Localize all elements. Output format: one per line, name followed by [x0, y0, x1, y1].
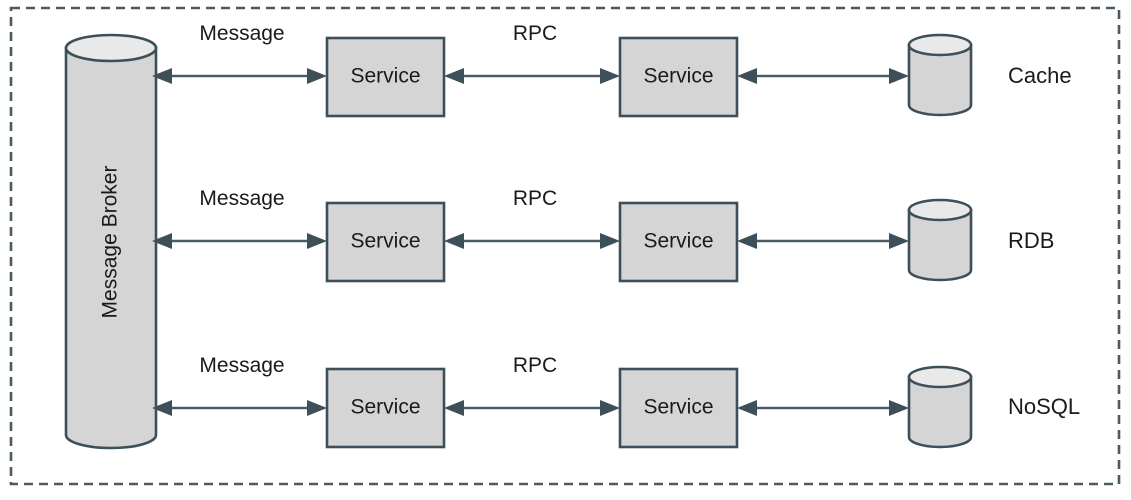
- row-nosql: Message Service RPC Service: [152, 354, 1080, 449]
- row-cache: Message Service RPC Service: [152, 22, 1072, 118]
- service-right-row-cache[interactable]: Service: [618, 36, 739, 118]
- arrow-head-right: [889, 400, 909, 416]
- arrow-head-right: [307, 233, 327, 249]
- arrow-head-right: [600, 400, 620, 416]
- datastore-cache[interactable]: [907, 33, 973, 117]
- edge-store-row-nosql[interactable]: [737, 400, 909, 416]
- datastore-label-cache: Cache: [1008, 63, 1072, 88]
- service-box: [618, 201, 739, 283]
- arrow-head-left: [152, 400, 172, 416]
- arrow-head-left: [152, 68, 172, 84]
- system-boundary: [9, 6, 1121, 486]
- arrow-head-left: [152, 233, 172, 249]
- edge-rpc-row-cache[interactable]: RPC: [444, 22, 620, 84]
- edge-label-rpc: RPC: [513, 187, 557, 210]
- datastore-nosql[interactable]: [907, 365, 973, 449]
- edge-store-row-rdb[interactable]: [737, 233, 909, 249]
- service-label: Service: [350, 396, 420, 419]
- arrow-head-left: [737, 68, 757, 84]
- broker-cylinder-body: [64, 46, 158, 450]
- arrow-head-right: [600, 68, 620, 84]
- edge-rpc-row-nosql[interactable]: RPC: [444, 354, 620, 416]
- broker-cylinder-top: [64, 33, 158, 63]
- service-label: Service: [643, 65, 713, 88]
- service-left-row-rdb[interactable]: Service: [325, 201, 446, 283]
- broker-label: Message Broker: [99, 166, 122, 319]
- datastore-cylinder-body: [907, 208, 973, 282]
- edge-message-row-rdb[interactable]: Message: [152, 187, 327, 249]
- service-box: [618, 36, 739, 118]
- datastore-label-nosql: NoSQL: [1008, 394, 1080, 419]
- datastore-cylinder-body: [907, 43, 973, 117]
- datastore-label-rdb: RDB: [1008, 228, 1054, 253]
- service-box: [325, 36, 446, 118]
- service-right-row-rdb[interactable]: Service: [618, 201, 739, 283]
- service-label: Service: [643, 396, 713, 419]
- datastore-cylinder-top: [907, 33, 973, 57]
- arrow-head-right: [889, 233, 909, 249]
- service-label: Service: [350, 230, 420, 253]
- row-rdb: Message Service RPC Service: [152, 187, 1054, 283]
- arrow-head-left: [444, 400, 464, 416]
- service-label: Service: [350, 65, 420, 88]
- edge-message-row-nosql[interactable]: Message: [152, 354, 327, 416]
- arrow-head-left: [444, 68, 464, 84]
- edge-message-row-cache[interactable]: Message: [152, 22, 327, 84]
- datastore-cylinder-body: [907, 375, 973, 449]
- service-box: [325, 201, 446, 283]
- datastore-cylinder-top: [907, 365, 973, 389]
- service-box: [325, 367, 446, 449]
- arrow-head-left: [737, 400, 757, 416]
- message-broker-node[interactable]: Message Broker: [64, 33, 158, 450]
- edge-label-message: Message: [199, 354, 284, 377]
- arrow-head-right: [307, 400, 327, 416]
- service-right-row-nosql[interactable]: Service: [618, 367, 739, 449]
- service-label: Service: [643, 230, 713, 253]
- arrow-head-left: [737, 233, 757, 249]
- edge-label-message: Message: [199, 187, 284, 210]
- arrow-head-right: [889, 68, 909, 84]
- datastore-cylinder-top: [907, 198, 973, 222]
- edge-rpc-row-rdb[interactable]: RPC: [444, 187, 620, 249]
- arrow-head-left: [444, 233, 464, 249]
- edge-label-message: Message: [199, 22, 284, 45]
- arrow-head-right: [307, 68, 327, 84]
- service-left-row-cache[interactable]: Service: [325, 36, 446, 118]
- service-left-row-nosql[interactable]: Service: [325, 367, 446, 449]
- edge-label-rpc: RPC: [513, 22, 557, 45]
- datastore-rdb[interactable]: [907, 198, 973, 282]
- edge-store-row-cache[interactable]: [737, 68, 909, 84]
- edge-label-rpc: RPC: [513, 354, 557, 377]
- arrow-head-right: [600, 233, 620, 249]
